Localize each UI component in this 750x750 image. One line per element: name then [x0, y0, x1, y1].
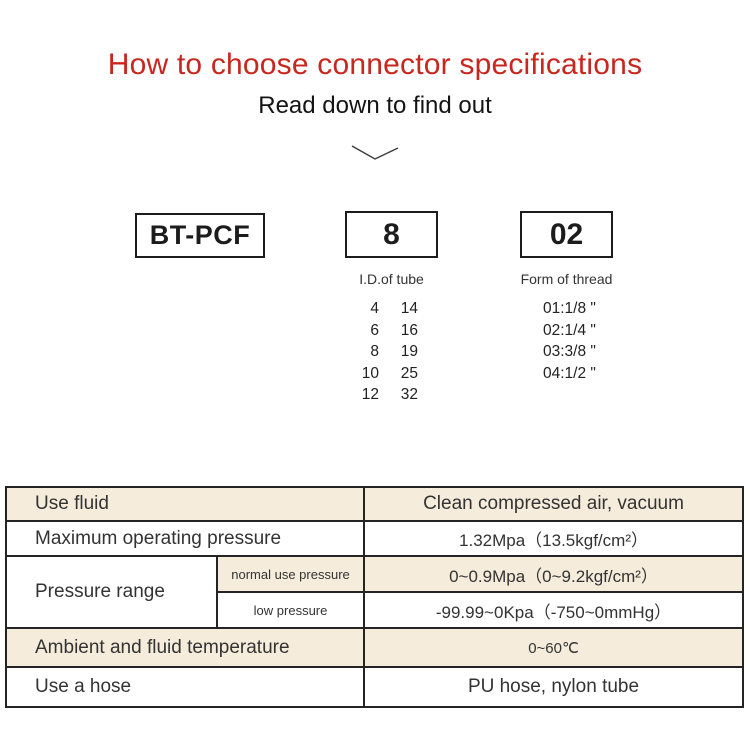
spec-value-use-fluid: Clean compressed air, vacuum	[363, 486, 744, 522]
tube-id-list: 4 14 6 16 8 19 10 25 12 32	[352, 298, 418, 406]
table-row: Maximum operating pressure 1.32Mpa（13.5k…	[4, 520, 744, 557]
table-row: Use fluid Clean compressed air, vacuum	[4, 486, 744, 522]
tube-row: 4 14	[352, 298, 418, 320]
thread-size-box: 02	[520, 211, 613, 258]
chevron-down-icon	[351, 145, 399, 160]
thread-option: 02:1/4 "	[543, 321, 596, 339]
spec-label-max-pressure: Maximum operating pressure	[4, 520, 366, 557]
spec-value-temperature: 0~60℃	[363, 627, 744, 668]
spec-label-use-fluid: Use fluid	[4, 486, 366, 522]
spec-sublabel-normal-pressure: normal use pressure	[215, 555, 366, 593]
thread-options-list: 01:1/8 " 02:1/4 " 03:3/8 " 04:1/2 "	[543, 298, 596, 384]
tube-od-value: 25	[400, 364, 418, 382]
thread-option: 04:1/2 "	[543, 364, 596, 382]
tube-row: 12 32	[352, 384, 418, 406]
tube-id-value: 8	[370, 343, 379, 360]
tube-id-value: 4	[370, 300, 379, 317]
table-row: Ambient and fluid temperature 0~60℃	[4, 627, 744, 668]
page-subtitle: Read down to find out	[258, 92, 492, 119]
spec-value-hose: PU hose, nylon tube	[363, 666, 744, 708]
spec-sublabel-low-pressure: low pressure	[215, 591, 366, 629]
tube-id-value: 10	[361, 364, 379, 382]
spec-value-max-pressure: 1.32Mpa（13.5kgf/cm²）	[363, 520, 744, 557]
thread-option: 01:1/8 "	[543, 300, 596, 317]
spec-value-low-pressure: -99.99~0Kpa（-750~0mmHg）	[363, 591, 744, 629]
tube-row: 10 25	[352, 363, 418, 385]
tube-id-value: 6	[370, 321, 379, 339]
page-title: How to choose connector specifications	[107, 48, 643, 81]
tube-row: 6 16	[352, 320, 418, 342]
tube-caption: I.D.of tube	[359, 271, 424, 287]
spec-table: Use fluid Clean compressed air, vacuum M…	[4, 486, 744, 708]
tube-od-value: 14	[400, 300, 418, 317]
spec-label-temperature: Ambient and fluid temperature	[4, 627, 366, 668]
tube-row: 8 19	[352, 341, 418, 363]
spec-label-pressure-range: Pressure range	[5, 555, 218, 629]
tube-od-value: 16	[400, 321, 418, 339]
thread-caption: Form of thread	[520, 271, 613, 287]
table-row: low pressure -99.99~0Kpa（-750~0mmHg）	[6, 591, 744, 629]
spec-value-normal-pressure: 0~0.9Mpa（0~9.2kgf/cm²）	[363, 555, 744, 593]
tube-od-value: 32	[400, 386, 418, 403]
thread-option: 03:3/8 "	[543, 343, 596, 360]
tube-id-value: 12	[361, 386, 379, 403]
model-prefix-box: BT-PCF	[135, 213, 265, 258]
table-row: Pressure range normal use pressure 0~0.9…	[5, 555, 744, 629]
tube-size-box: 8	[345, 211, 438, 258]
table-row: Use a hose PU hose, nylon tube	[4, 666, 744, 708]
spec-label-hose: Use a hose	[4, 666, 366, 708]
tube-od-value: 19	[400, 343, 418, 360]
